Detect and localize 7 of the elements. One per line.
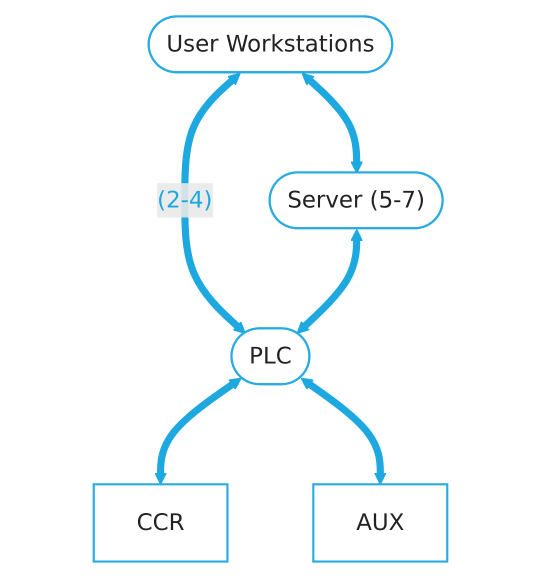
edge-label: (2-4)	[157, 186, 212, 214]
arrow	[154, 378, 242, 485]
arrow	[300, 378, 387, 485]
arrow	[181, 72, 246, 334]
arrow	[296, 228, 363, 334]
node-box: AUX	[312, 483, 448, 563]
node-box: CCR	[92, 483, 229, 563]
